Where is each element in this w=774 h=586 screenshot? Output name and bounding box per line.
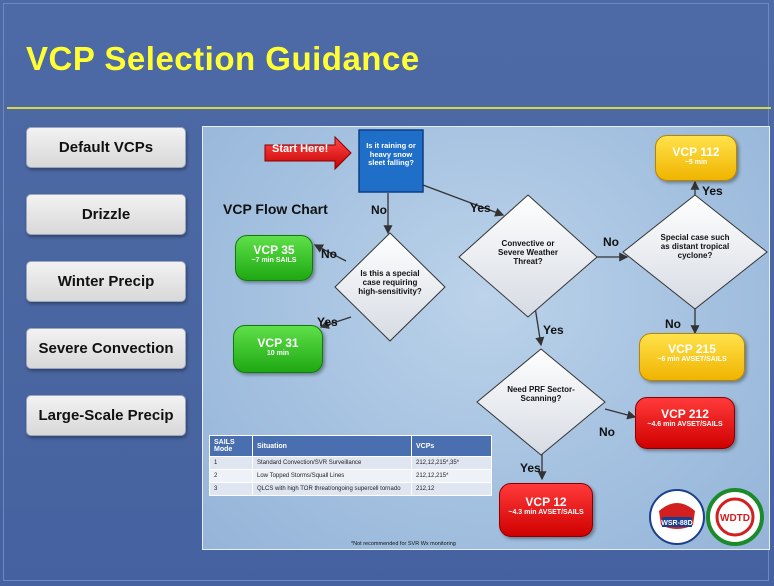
table-cell: Low Topped Storms/Squall Lines (252, 469, 412, 483)
decision-prf (476, 348, 606, 456)
wsr-logo-text: WSR-88D (661, 520, 693, 527)
label-yes-3: Yes (702, 184, 723, 198)
table-footnote: *Not recommended for SVR Wx monitoring (351, 541, 456, 547)
decision-prf-text: Need PRF Sector-Scanning? (507, 385, 575, 404)
vcp31-sub: 10 min (266, 349, 290, 357)
decision-tropical-text: Special case such as distant tropical cy… (660, 233, 730, 261)
decision-convective (458, 194, 598, 318)
nav-button-winter-precip[interactable]: Winter Precip (26, 261, 186, 302)
decision-special-case (334, 232, 446, 342)
table-cell: Standard Convection/SVR Surveillance (252, 456, 412, 470)
page-title: VCP Selection Guidance (26, 40, 420, 77)
vcp35-box: VCP 35 ~7 min SAILS (235, 235, 313, 281)
label-yes-2: Yes (317, 315, 338, 329)
vcp212-sub: ~4.6 min AVSET/SAILS (647, 420, 723, 428)
start-here-arrow (264, 135, 352, 171)
logos: WSR-88D WDTD (649, 488, 764, 546)
table-cell: 212,12 (411, 482, 492, 496)
wdtd-logo: WDTD (706, 488, 764, 546)
vcp215-title: VCP 215 (668, 342, 716, 356)
vcp112-sub: ~5 min (684, 158, 708, 166)
label-yes-5: Yes (520, 461, 541, 475)
vcp112-title: VCP 112 (672, 145, 720, 159)
flow-chart-graphics (264, 129, 768, 481)
label-yes-1: Yes (470, 201, 491, 215)
vcp112-box: VCP 112 ~5 min (655, 135, 737, 181)
decision-convective-text: Convective or Severe Weather Threat? (498, 239, 558, 267)
table-cell: 1 (209, 456, 253, 470)
table-row: 2 Low Topped Storms/Squall Lines 212,12,… (209, 469, 492, 483)
vcp212-box: VCP 212 ~4.6 min AVSET/SAILS (635, 397, 735, 449)
label-no-1: No (371, 203, 387, 217)
table-row: 1 Standard Convection/SVR Surveillance 2… (209, 456, 492, 470)
nav-button-default-vcps[interactable]: Default VCPs (26, 127, 186, 168)
table-row: 3 QLCS with high TOR threat/ongoing supe… (209, 482, 492, 496)
table-header: SAILS Mode (209, 435, 253, 457)
table-cell: 3 (209, 482, 253, 496)
table-cell: 2 (209, 469, 253, 483)
nav-button-large-scale-precip[interactable]: Large-Scale Precip (26, 395, 186, 436)
wdtd-logo-text: WDTD (720, 513, 750, 524)
vcp212-title: VCP 212 (661, 407, 709, 421)
chart-title: VCP Flow Chart (223, 201, 328, 217)
vcp35-title: VCP 35 (253, 243, 295, 257)
flow-chart-panel: Start Here! Is it raining or heavy snow … (202, 126, 770, 550)
wsr-88d-logo: WSR-88D (649, 489, 705, 545)
label-no-4: No (665, 317, 681, 331)
vcp31-box: VCP 31 10 min (233, 325, 323, 373)
table-cell: QLCS with high TOR threat/ongoing superc… (252, 482, 412, 496)
vcp215-box: VCP 215 ~6 min AVSET/SAILS (639, 333, 745, 381)
table-header: VCPs (411, 435, 492, 457)
decision-tropical (622, 194, 768, 310)
vcp31-title: VCP 31 (257, 336, 299, 350)
vcp12-box: VCP 12 ~4.3 min AVSET/SAILS (499, 483, 593, 537)
start-question-box (358, 129, 424, 193)
vcp12-title: VCP 12 (525, 495, 567, 509)
nav-button-severe-convection[interactable]: Severe Convection (26, 328, 186, 369)
sails-table: SAILS Mode Situation VCPs 1 Standard Con… (209, 435, 492, 496)
start-question-text: Is it raining or heavy snow sleet fallin… (366, 141, 416, 168)
decision-special-case-text: Is this a special case requiring high-se… (358, 269, 422, 297)
table-cell: 212,12,215* (411, 469, 492, 483)
vcp215-sub: ~6 min AVSET/SAILS (657, 355, 727, 363)
title-divider (7, 107, 771, 109)
table-header-row: SAILS Mode Situation VCPs (209, 435, 492, 457)
label-yes-4: Yes (543, 323, 564, 337)
nav-button-drizzle[interactable]: Drizzle (26, 194, 186, 235)
start-here-label: Start Here! (272, 143, 329, 155)
vcp12-sub: ~4.3 min AVSET/SAILS (508, 508, 584, 516)
label-no-2: No (321, 247, 337, 261)
table-cell: 212,12,215*,35* (411, 456, 492, 470)
vcp35-sub: ~7 min SAILS (251, 256, 297, 264)
label-no-3: No (603, 235, 619, 249)
label-no-5: No (599, 425, 615, 439)
table-header: Situation (252, 435, 412, 457)
